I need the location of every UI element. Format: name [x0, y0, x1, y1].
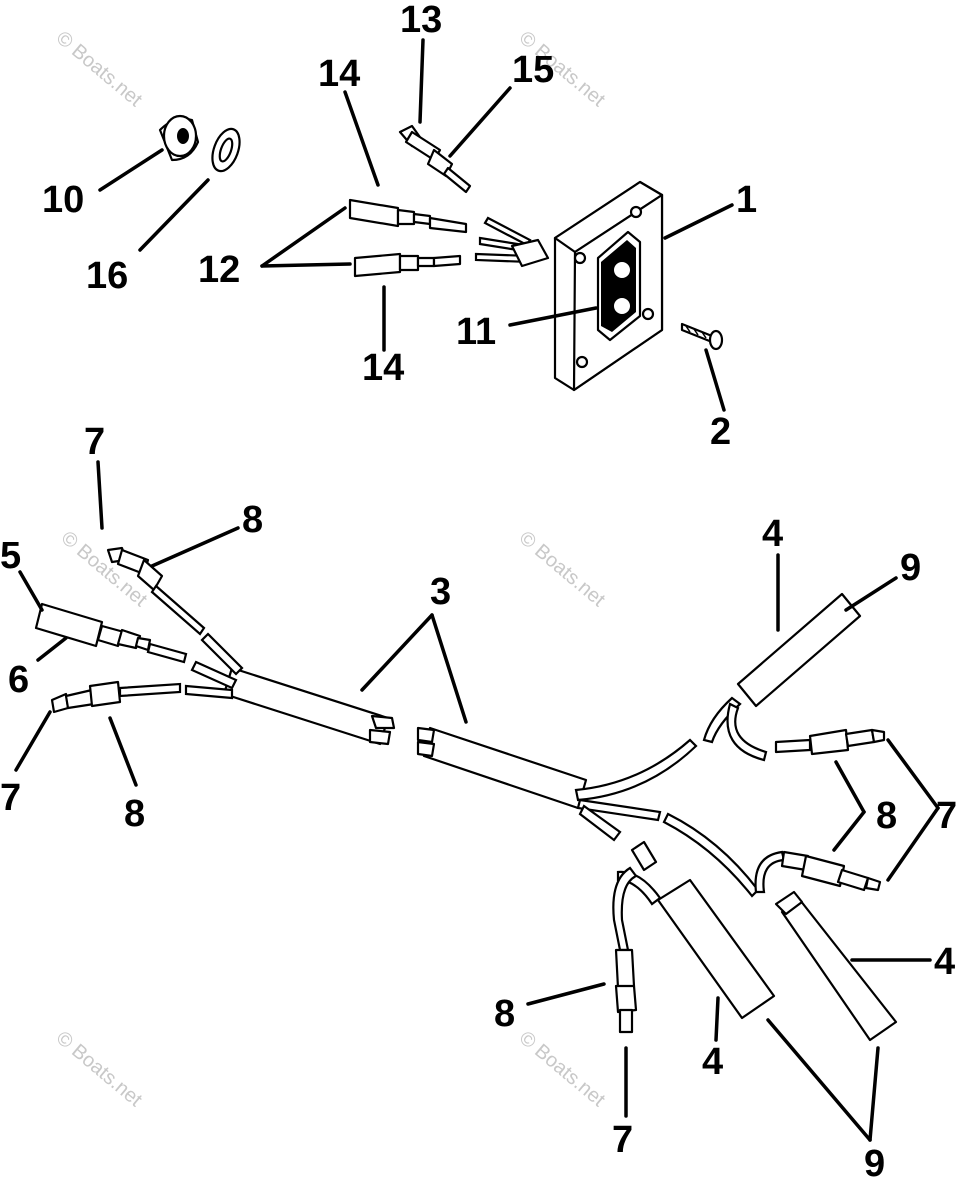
connector-5-6-left	[34, 602, 188, 664]
connector-4-lower-right	[774, 890, 898, 1042]
terminal-7-8-bottom-center	[614, 948, 638, 1034]
callout-13: 13	[400, 0, 442, 41]
watermark: © Boats.net	[515, 1027, 610, 1111]
callout-1: 1	[736, 179, 757, 221]
callout-7-upper-left: 7	[84, 421, 105, 463]
terminal-connector-top	[398, 124, 472, 194]
terminal-7-8-upper-left	[106, 546, 206, 636]
callout-7-lower-left: 7	[0, 777, 21, 819]
callout-16: 16	[86, 255, 128, 297]
connector-4-lower-center	[612, 840, 776, 1020]
watermark: © Boats.net	[52, 1027, 147, 1111]
terminal-7-8-right-lower	[754, 850, 882, 894]
switch-wires	[474, 216, 550, 268]
callout-8-lower-left: 8	[124, 793, 145, 835]
callout-8-bottom: 8	[494, 993, 515, 1035]
nut-part	[158, 114, 200, 162]
callout-9-upper-right: 9	[900, 547, 921, 589]
callout-7-right: 7	[936, 795, 957, 837]
harness-left-section	[184, 632, 396, 746]
switch-plate-part	[553, 180, 664, 392]
callout-10: 10	[42, 179, 84, 221]
watermark: © Boats.net	[515, 527, 610, 611]
callout-5: 5	[0, 535, 21, 577]
bullet-terminal-lower	[353, 252, 462, 278]
callout-11: 11	[456, 311, 496, 353]
callout-14-lower: 14	[362, 347, 404, 389]
callout-12: 12	[198, 249, 240, 291]
bullet-terminal-upper	[348, 198, 468, 234]
terminal-7-8-right-upper	[774, 728, 886, 756]
leader-lines-top	[98, 38, 734, 412]
screw-part	[680, 322, 724, 351]
callout-14-upper: 14	[318, 53, 360, 95]
callout-9-bottom: 9	[864, 1143, 885, 1180]
watermark: © Boats.net	[52, 27, 147, 111]
callout-8-upper-left: 8	[242, 499, 263, 541]
callout-2: 2	[710, 411, 731, 453]
callout-15: 15	[512, 49, 554, 91]
callout-6: 6	[8, 659, 29, 701]
callout-8-right: 8	[876, 795, 897, 837]
callout-7-bottom: 7	[612, 1119, 633, 1161]
callout-4-right: 4	[934, 941, 955, 983]
connector-4-9-upper	[702, 592, 862, 762]
terminal-7-8-lower-left	[50, 680, 182, 714]
leader-lines-lower	[14, 460, 940, 1142]
harness-right-section	[416, 726, 760, 898]
callout-4-upper-right: 4	[762, 513, 783, 555]
callout-4-bottom: 4	[702, 1041, 723, 1083]
callout-3: 3	[430, 571, 451, 613]
washer-part	[211, 127, 241, 173]
